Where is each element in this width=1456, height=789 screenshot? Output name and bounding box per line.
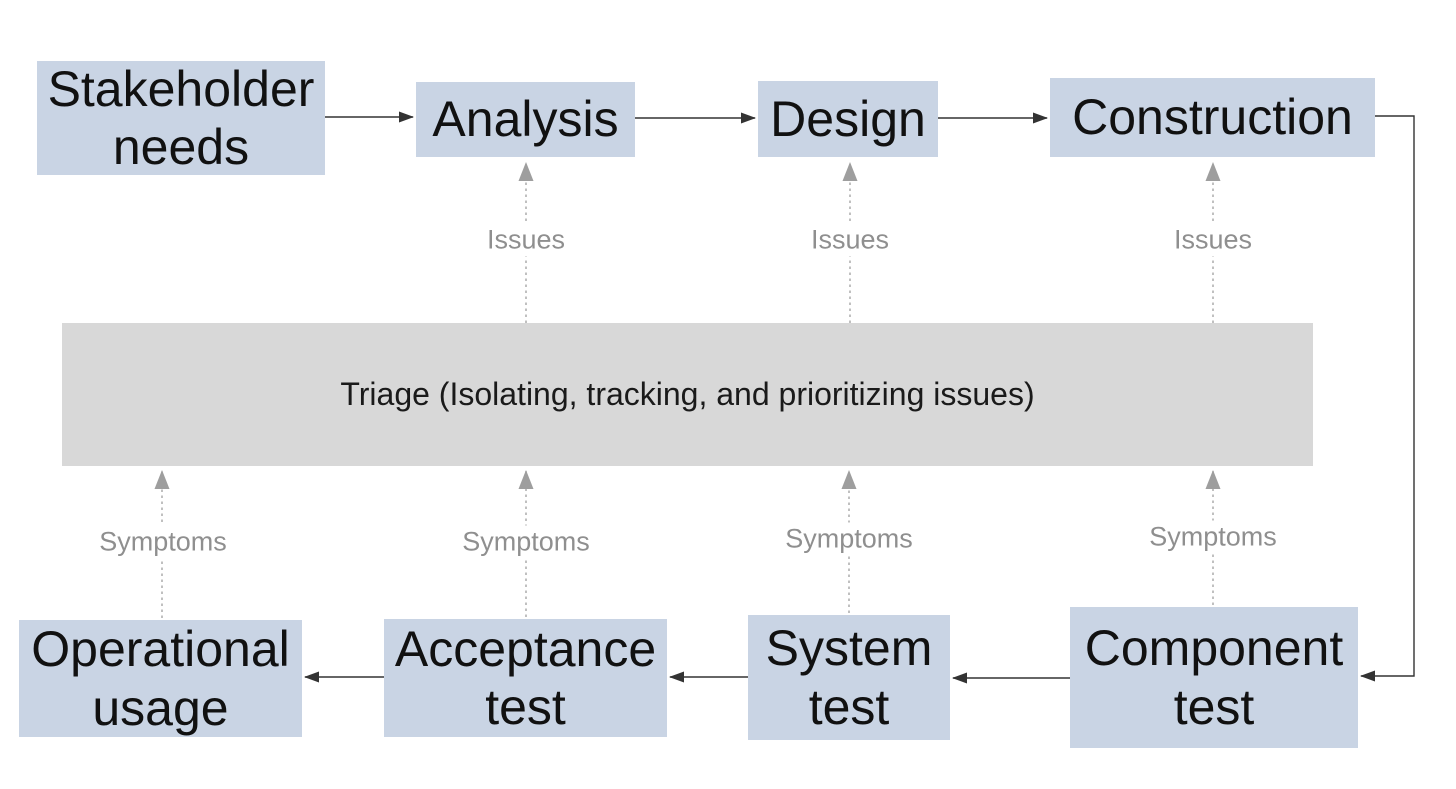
- box-system-test: System test: [748, 615, 950, 740]
- box-stakeholder-needs: Stakeholder needs: [37, 61, 325, 175]
- box-design: Design: [758, 81, 938, 157]
- issues-flow-label: Issues: [803, 223, 897, 257]
- triage-bar: Triage (Isolating, tracking, and priorit…: [62, 323, 1313, 466]
- issues-flow-label: Issues: [479, 223, 573, 257]
- symptoms-flow-label: Symptoms: [778, 522, 920, 556]
- box-component-test: Component test: [1070, 607, 1358, 748]
- box-acceptance-test: Acceptance test: [384, 619, 667, 737]
- arrow-construction-to-component-test: [1360, 115, 1415, 682]
- box-operational-usage: Operational usage: [19, 620, 302, 737]
- issues-flow-label: Issues: [1166, 223, 1260, 257]
- symptoms-flow-label: Symptoms: [92, 525, 234, 559]
- box-construction: Construction: [1050, 78, 1375, 157]
- symptoms-flow-label: Symptoms: [455, 525, 597, 559]
- symptoms-flow-label: Symptoms: [1142, 520, 1284, 554]
- box-analysis: Analysis: [416, 82, 635, 157]
